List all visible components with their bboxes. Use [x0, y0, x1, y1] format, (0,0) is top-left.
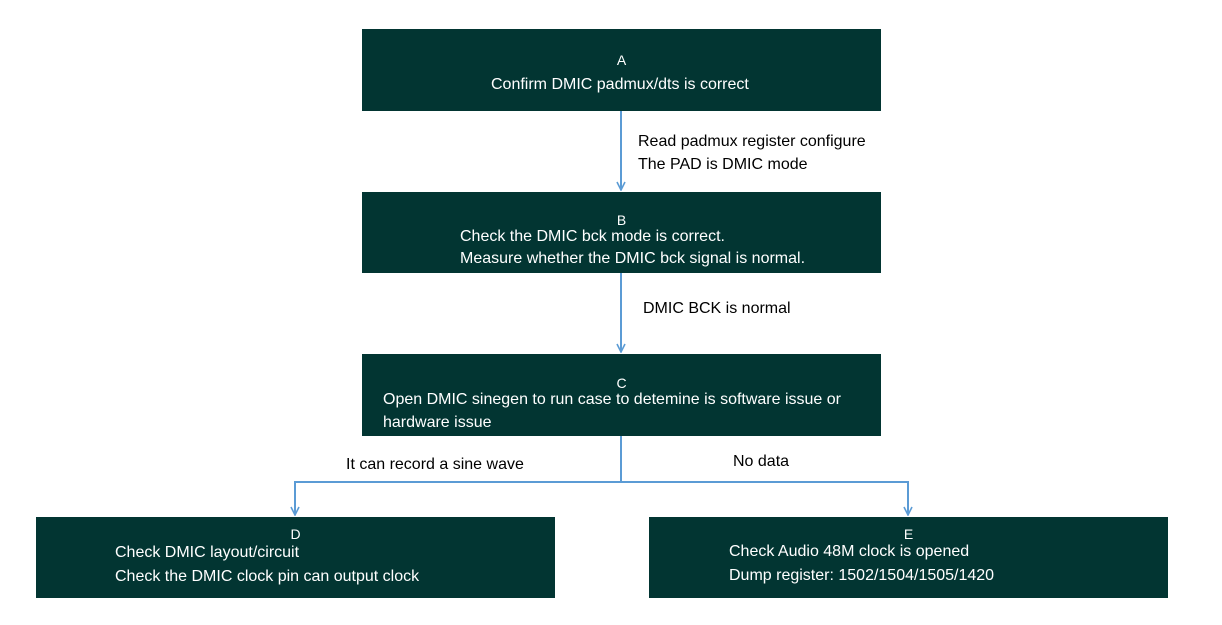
node-d-id: D [290, 526, 301, 542]
node-b-line-1: Check the DMIC bck mode is correct. [460, 228, 725, 245]
node-c-line-2: hardware issue [383, 414, 492, 431]
edge-b-c-label: DMIC BCK is normal [643, 300, 791, 317]
edge-a-b-label-line-1: Read padmux register configure [638, 133, 866, 150]
node-b-id: B [616, 212, 627, 228]
node-e-line-2: Dump register: 1502/1504/1505/1420 [729, 567, 995, 584]
node-e: E Check Audio 48M clock is opened Dump r… [649, 517, 1168, 598]
node-e-line-1: Check Audio 48M clock is opened [729, 543, 970, 560]
edge-c-d-label: It can record a sine wave [346, 456, 524, 473]
node-a: A Confirm DMIC padmux/dts is correct [362, 29, 881, 111]
edge-a-b-label-line-2: The PAD is DMIC mode [638, 156, 808, 173]
node-c: C Open DMIC sinegen to run case to detem… [362, 354, 881, 436]
node-a-line-1: Confirm DMIC padmux/dts is correct [491, 76, 749, 93]
edge-c-e-label: No data [733, 453, 790, 470]
node-e-id: E [903, 526, 914, 542]
node-a-id: A [616, 52, 627, 68]
node-b: B Check the DMIC bck mode is correct. Me… [362, 192, 881, 273]
node-c-id: C [616, 375, 627, 391]
node-b-line-2: Measure whether the DMIC bck signal is n… [460, 250, 806, 267]
node-d: D Check DMIC layout/circuit Check the DM… [36, 517, 555, 598]
node-d-line-1: Check DMIC layout/circuit [115, 544, 300, 561]
node-c-line-1: Open DMIC sinegen to run case to detemin… [383, 391, 841, 408]
node-d-line-2: Check the DMIC clock pin can output cloc… [115, 568, 420, 585]
